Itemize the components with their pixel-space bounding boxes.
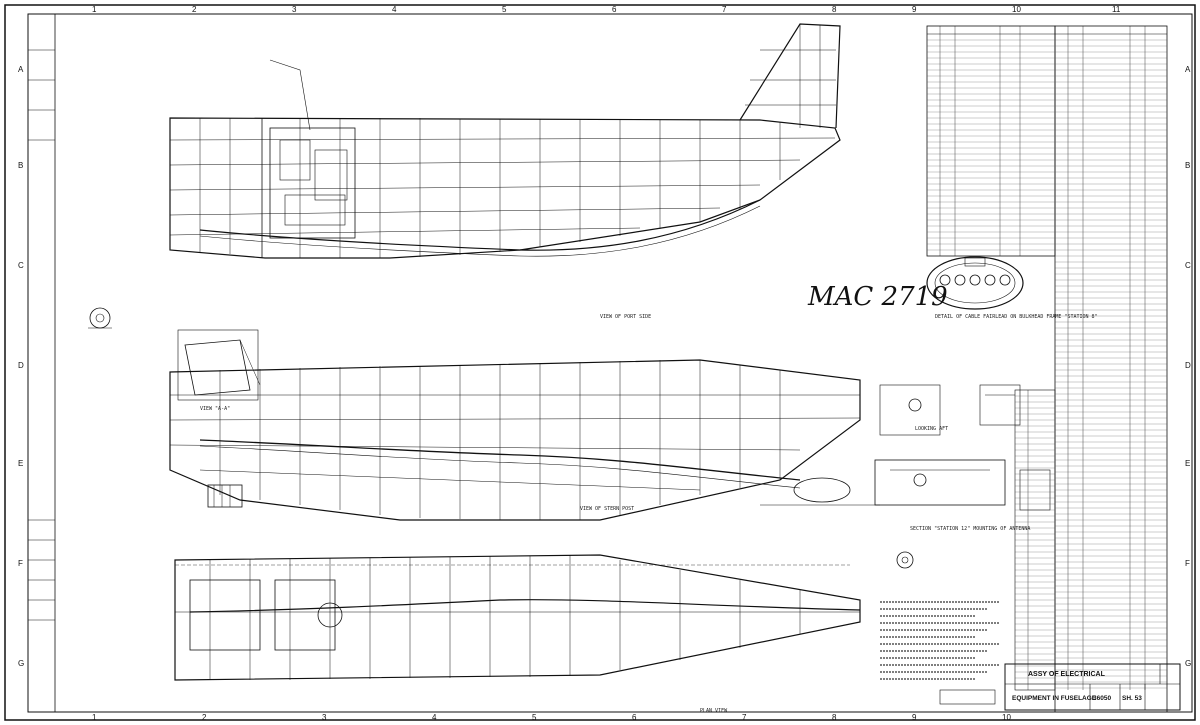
stern-post-caption: VIEW OF STERN POST — [580, 506, 634, 512]
sheet-number: SH. 53 — [1122, 695, 1142, 702]
drawing-number: 36050 — [1093, 695, 1111, 702]
zone-right-f: F — [1185, 559, 1190, 568]
sheet-border — [4, 4, 1196, 721]
zone-right-b: B — [1185, 161, 1190, 170]
fairlead-caption: DETAIL OF CABLE FAIRLEAD ON BULKHEAD FRA… — [935, 314, 1098, 320]
zone-letters-right: A B C D E F G — [1185, 65, 1191, 668]
parts-list-table-1 — [926, 25, 1056, 257]
title-block: ASSY OF ELECTRICAL EQUIPMENT IN FUSELAGE… — [1004, 663, 1181, 711]
zone-right-c: C — [1185, 261, 1191, 270]
station-details: SECTION "STATION 12" MOUNTING OF ANTENNA… — [874, 384, 1051, 569]
zone-left-c: C — [18, 261, 24, 270]
zone-top-4: 4 — [392, 5, 397, 14]
plan-view — [174, 554, 861, 681]
zone-left-f: F — [18, 559, 23, 568]
zone-top-5: 5 — [502, 5, 507, 14]
parts-list-table-2 — [1054, 25, 1168, 713]
zone-bottom-3: 3 — [322, 713, 327, 722]
zone-top-8: 8 — [832, 5, 837, 14]
handwritten-catalog-number: MAC 2719 — [807, 282, 948, 312]
cable-clamp-detail — [88, 307, 112, 329]
general-notes — [880, 601, 1000, 680]
revision-strip — [28, 14, 56, 712]
zone-top-10: 10 — [1012, 5, 1021, 14]
side-elevation-view — [169, 23, 841, 259]
zone-bottom-7: 7 — [742, 713, 747, 722]
zone-bottom-9: 9 — [912, 713, 917, 722]
title-line-1: ASSY OF ELECTRICAL — [1028, 671, 1106, 678]
zone-top-2: 2 — [192, 5, 197, 14]
zone-left-g: G — [18, 659, 24, 668]
zone-left-d: D — [18, 361, 24, 370]
zone-numbers-bottom: 1 2 3 4 5 6 7 8 9 10 — [92, 713, 1011, 722]
zone-right-g: G — [1185, 659, 1191, 668]
antenna-mounting-caption: SECTION "STATION 12" MOUNTING OF ANTENNA — [910, 526, 1030, 532]
zone-top-11: 11 — [1112, 5, 1121, 14]
zone-bottom-5: 5 — [532, 713, 537, 722]
plan-view-caption: PLAN VIEW — [700, 708, 728, 714]
zone-right-a: A — [1185, 65, 1191, 74]
port-side-caption: VIEW OF PORT SIDE — [600, 314, 651, 320]
zone-top-7: 7 — [722, 5, 727, 14]
drafter-stamp — [939, 689, 996, 705]
inner-border — [27, 13, 1193, 713]
view-aa-caption: VIEW "A-A" — [200, 406, 230, 412]
zone-bottom-10: 10 — [1002, 713, 1011, 722]
zone-top-6: 6 — [612, 5, 617, 14]
zone-bottom-1: 1 — [92, 713, 97, 722]
zone-right-e: E — [1185, 459, 1190, 468]
zone-top-1: 1 — [92, 5, 97, 14]
zone-top-3: 3 — [292, 5, 297, 14]
cable-fairlead-detail: DETAIL OF CABLE FAIRLEAD ON BULKHEAD FRA… — [926, 256, 1098, 320]
zone-numbers-top: 1 2 3 4 5 6 7 8 9 10 11 — [92, 5, 1121, 14]
zone-left-a: A — [18, 65, 24, 74]
parts-list-rows — [927, 39, 1167, 689]
view-aa-detail: VIEW "A-A" — [177, 329, 261, 412]
zone-bottom-4: 4 — [432, 713, 437, 722]
zone-left-b: B — [18, 161, 23, 170]
zone-right-d: D — [1185, 361, 1191, 370]
zone-bottom-2: 2 — [202, 713, 207, 722]
port-side-view — [169, 359, 880, 521]
zone-bottom-8: 8 — [832, 713, 837, 722]
zone-left-e: E — [18, 459, 23, 468]
looking-aft-caption: LOOKING AFT — [915, 426, 948, 432]
zone-letters-left: A B C D E F G — [18, 65, 24, 668]
zone-top-9: 9 — [912, 5, 917, 14]
zone-bottom-6: 6 — [632, 713, 637, 722]
title-line-2: EQUIPMENT IN FUSELAGE — [1012, 695, 1097, 702]
plug-detail — [207, 484, 243, 508]
